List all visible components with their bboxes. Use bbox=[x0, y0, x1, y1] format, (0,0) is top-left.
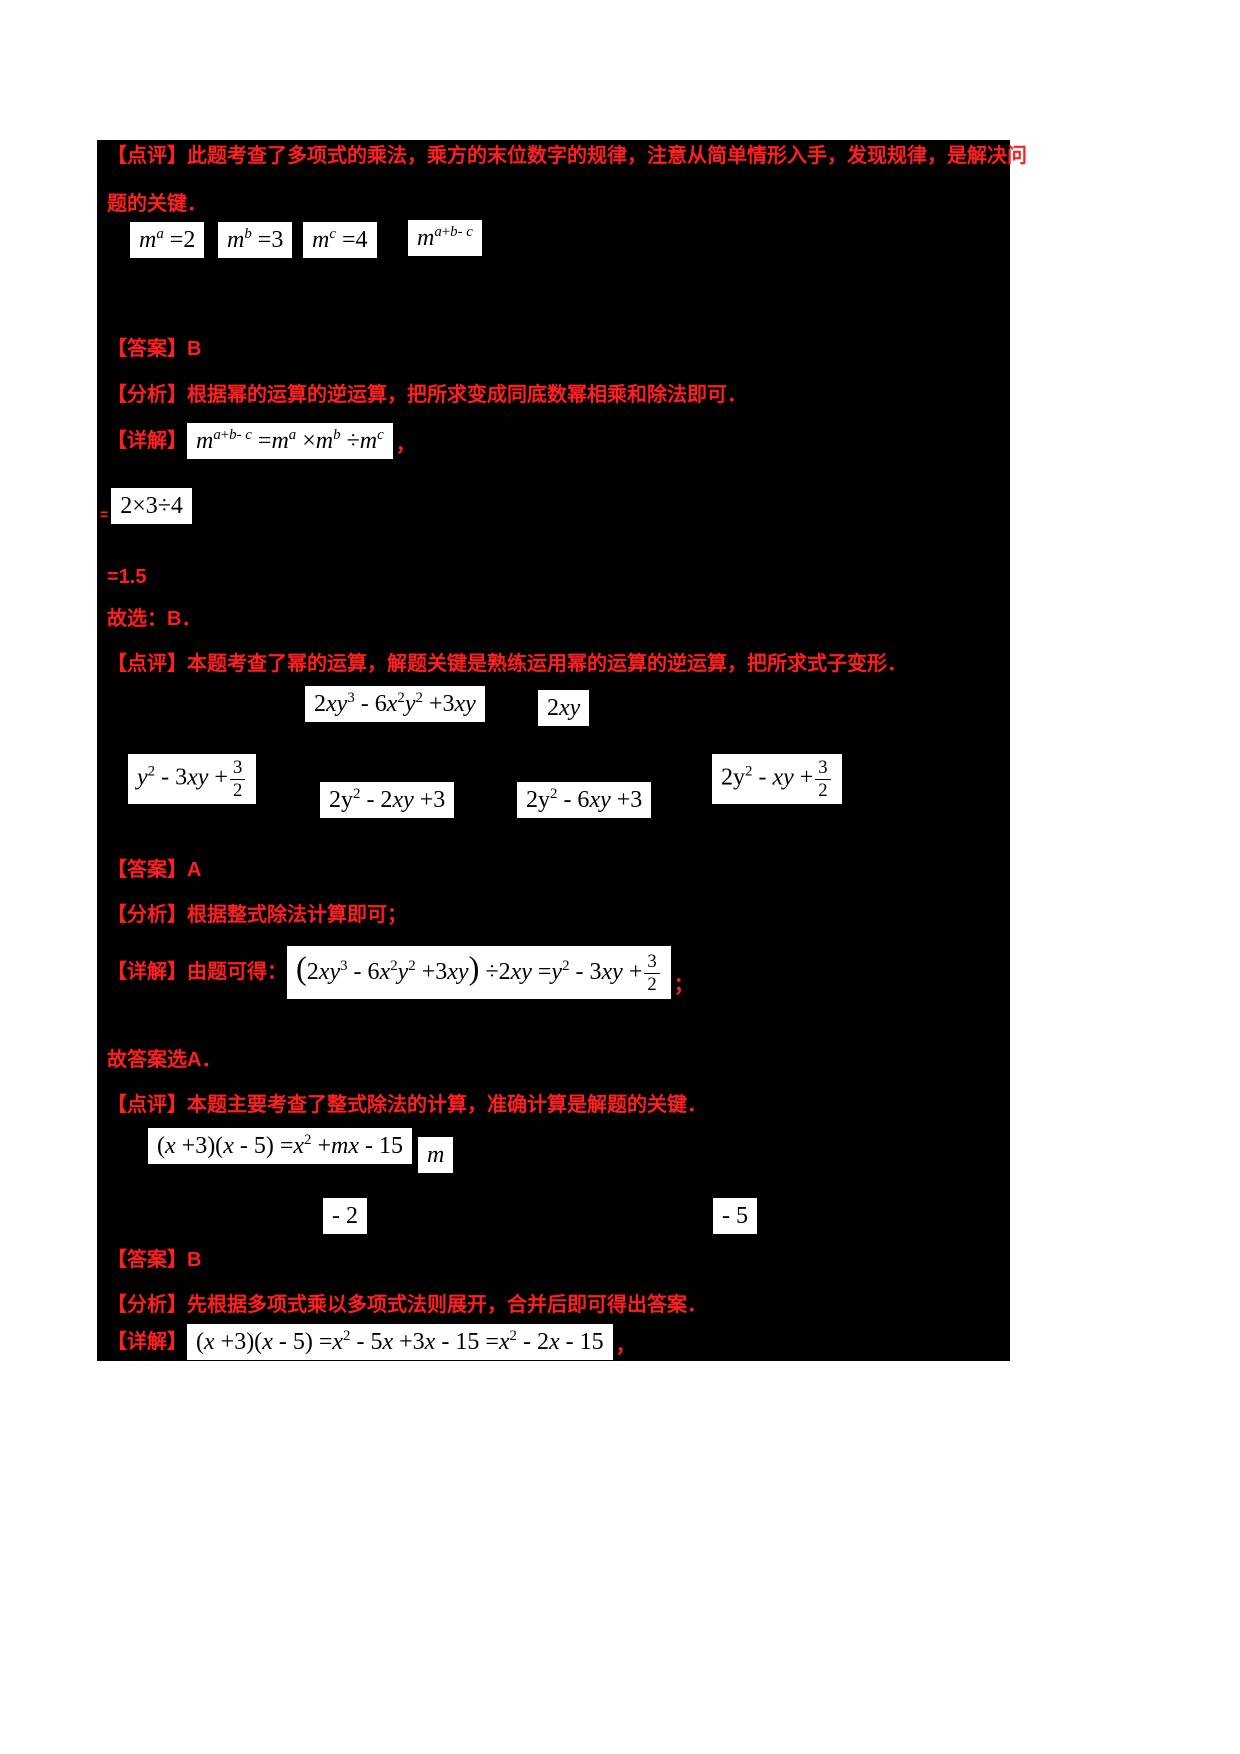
detail1-suffix: ， bbox=[395, 434, 416, 456]
formula-option-c: 2y2 - 6xy +3 bbox=[517, 782, 652, 818]
formula-m-a: ma =2 bbox=[130, 222, 205, 258]
eq-result: =1.5 bbox=[107, 566, 147, 588]
answer1: 【答案】B bbox=[107, 338, 202, 360]
content-panel: 【点评】此题考查了多项式的乘法，乘方的末位数字的规律，注意从简单情形入手，发现规… bbox=[97, 140, 1027, 1361]
formula-calc: 2×3÷4 bbox=[111, 488, 192, 524]
comment2: 【点评】本题考查了幂的运算，解题关键是熟练运用幂的运算的逆运算，把所求式子变形． bbox=[107, 653, 907, 675]
formula-divisor: 2xy bbox=[538, 690, 590, 726]
detail3-suffix: ， bbox=[615, 1335, 636, 1357]
comment1-line2: 题的关键． bbox=[107, 193, 207, 215]
formula-m-var: m bbox=[418, 1137, 454, 1173]
formula-neg5: - 5 bbox=[713, 1198, 757, 1234]
comment3: 【点评】本题主要考查了整式除法的计算，准确计算是解题的关键． bbox=[107, 1094, 707, 1116]
detail3-label: 【详解】 bbox=[107, 1330, 187, 1353]
analysis3: 【分析】先根据多项式乘以多项式法则展开，合并后即可得出答案． bbox=[107, 1294, 707, 1316]
formula-m-abc: ma+b- c bbox=[408, 220, 482, 256]
formula-m-c: mc =4 bbox=[303, 222, 377, 258]
formula-detail1: ma+b- c =ma ×mb ÷mc bbox=[187, 423, 393, 459]
detail1-row: 【详解】 ma+b- c =ma ×mb ÷mc ， bbox=[107, 423, 416, 459]
formula-detail3: (x +3)(x - 5) =x2 - 5x +3x - 15 =x2 - 2x… bbox=[187, 1324, 613, 1360]
calc-row: = 2×3÷4 bbox=[100, 488, 192, 524]
detail3-row: 【详解】 (x +3)(x - 5) =x2 - 5x +3x - 15 =x2… bbox=[107, 1324, 636, 1360]
conclusion1: 故选：B． bbox=[107, 608, 202, 630]
detail2-row: 【详解】由题可得： (2xy3 - 6x2y2 +3xy) ÷2xy =y2 -… bbox=[107, 946, 694, 999]
answer2: 【答案】A bbox=[107, 859, 202, 881]
detail2-suffix: ； bbox=[673, 973, 694, 996]
formula-dividend: 2xy3 - 6x2y2 +3xy bbox=[305, 686, 485, 722]
comment1-line1: 【点评】此题考查了多项式的乘法，乘方的末位数字的规律，注意从简单情形入手，发现规… bbox=[107, 145, 1027, 167]
conclusion2: 故答案选A． bbox=[107, 1049, 222, 1071]
detail1-label: 【详解】 bbox=[107, 429, 187, 452]
formula-option-b: 2y2 - 2xy +3 bbox=[320, 782, 455, 818]
answer3: 【答案】B bbox=[107, 1249, 202, 1271]
analysis1: 【分析】根据幂的运算的逆运算，把所求变成同底数幂相乘和除法即可． bbox=[107, 384, 747, 406]
formula-m-b: mb =3 bbox=[218, 222, 293, 258]
formula-neg2: - 2 bbox=[323, 1198, 367, 1234]
eq-prefix: = bbox=[100, 506, 109, 523]
formula-expand: (x +3)(x - 5) =x2 +mx - 15 bbox=[148, 1128, 412, 1164]
detail2-label: 【详解】由题可得： bbox=[107, 960, 287, 983]
analysis2: 【分析】根据整式除法计算即可； bbox=[107, 904, 407, 926]
